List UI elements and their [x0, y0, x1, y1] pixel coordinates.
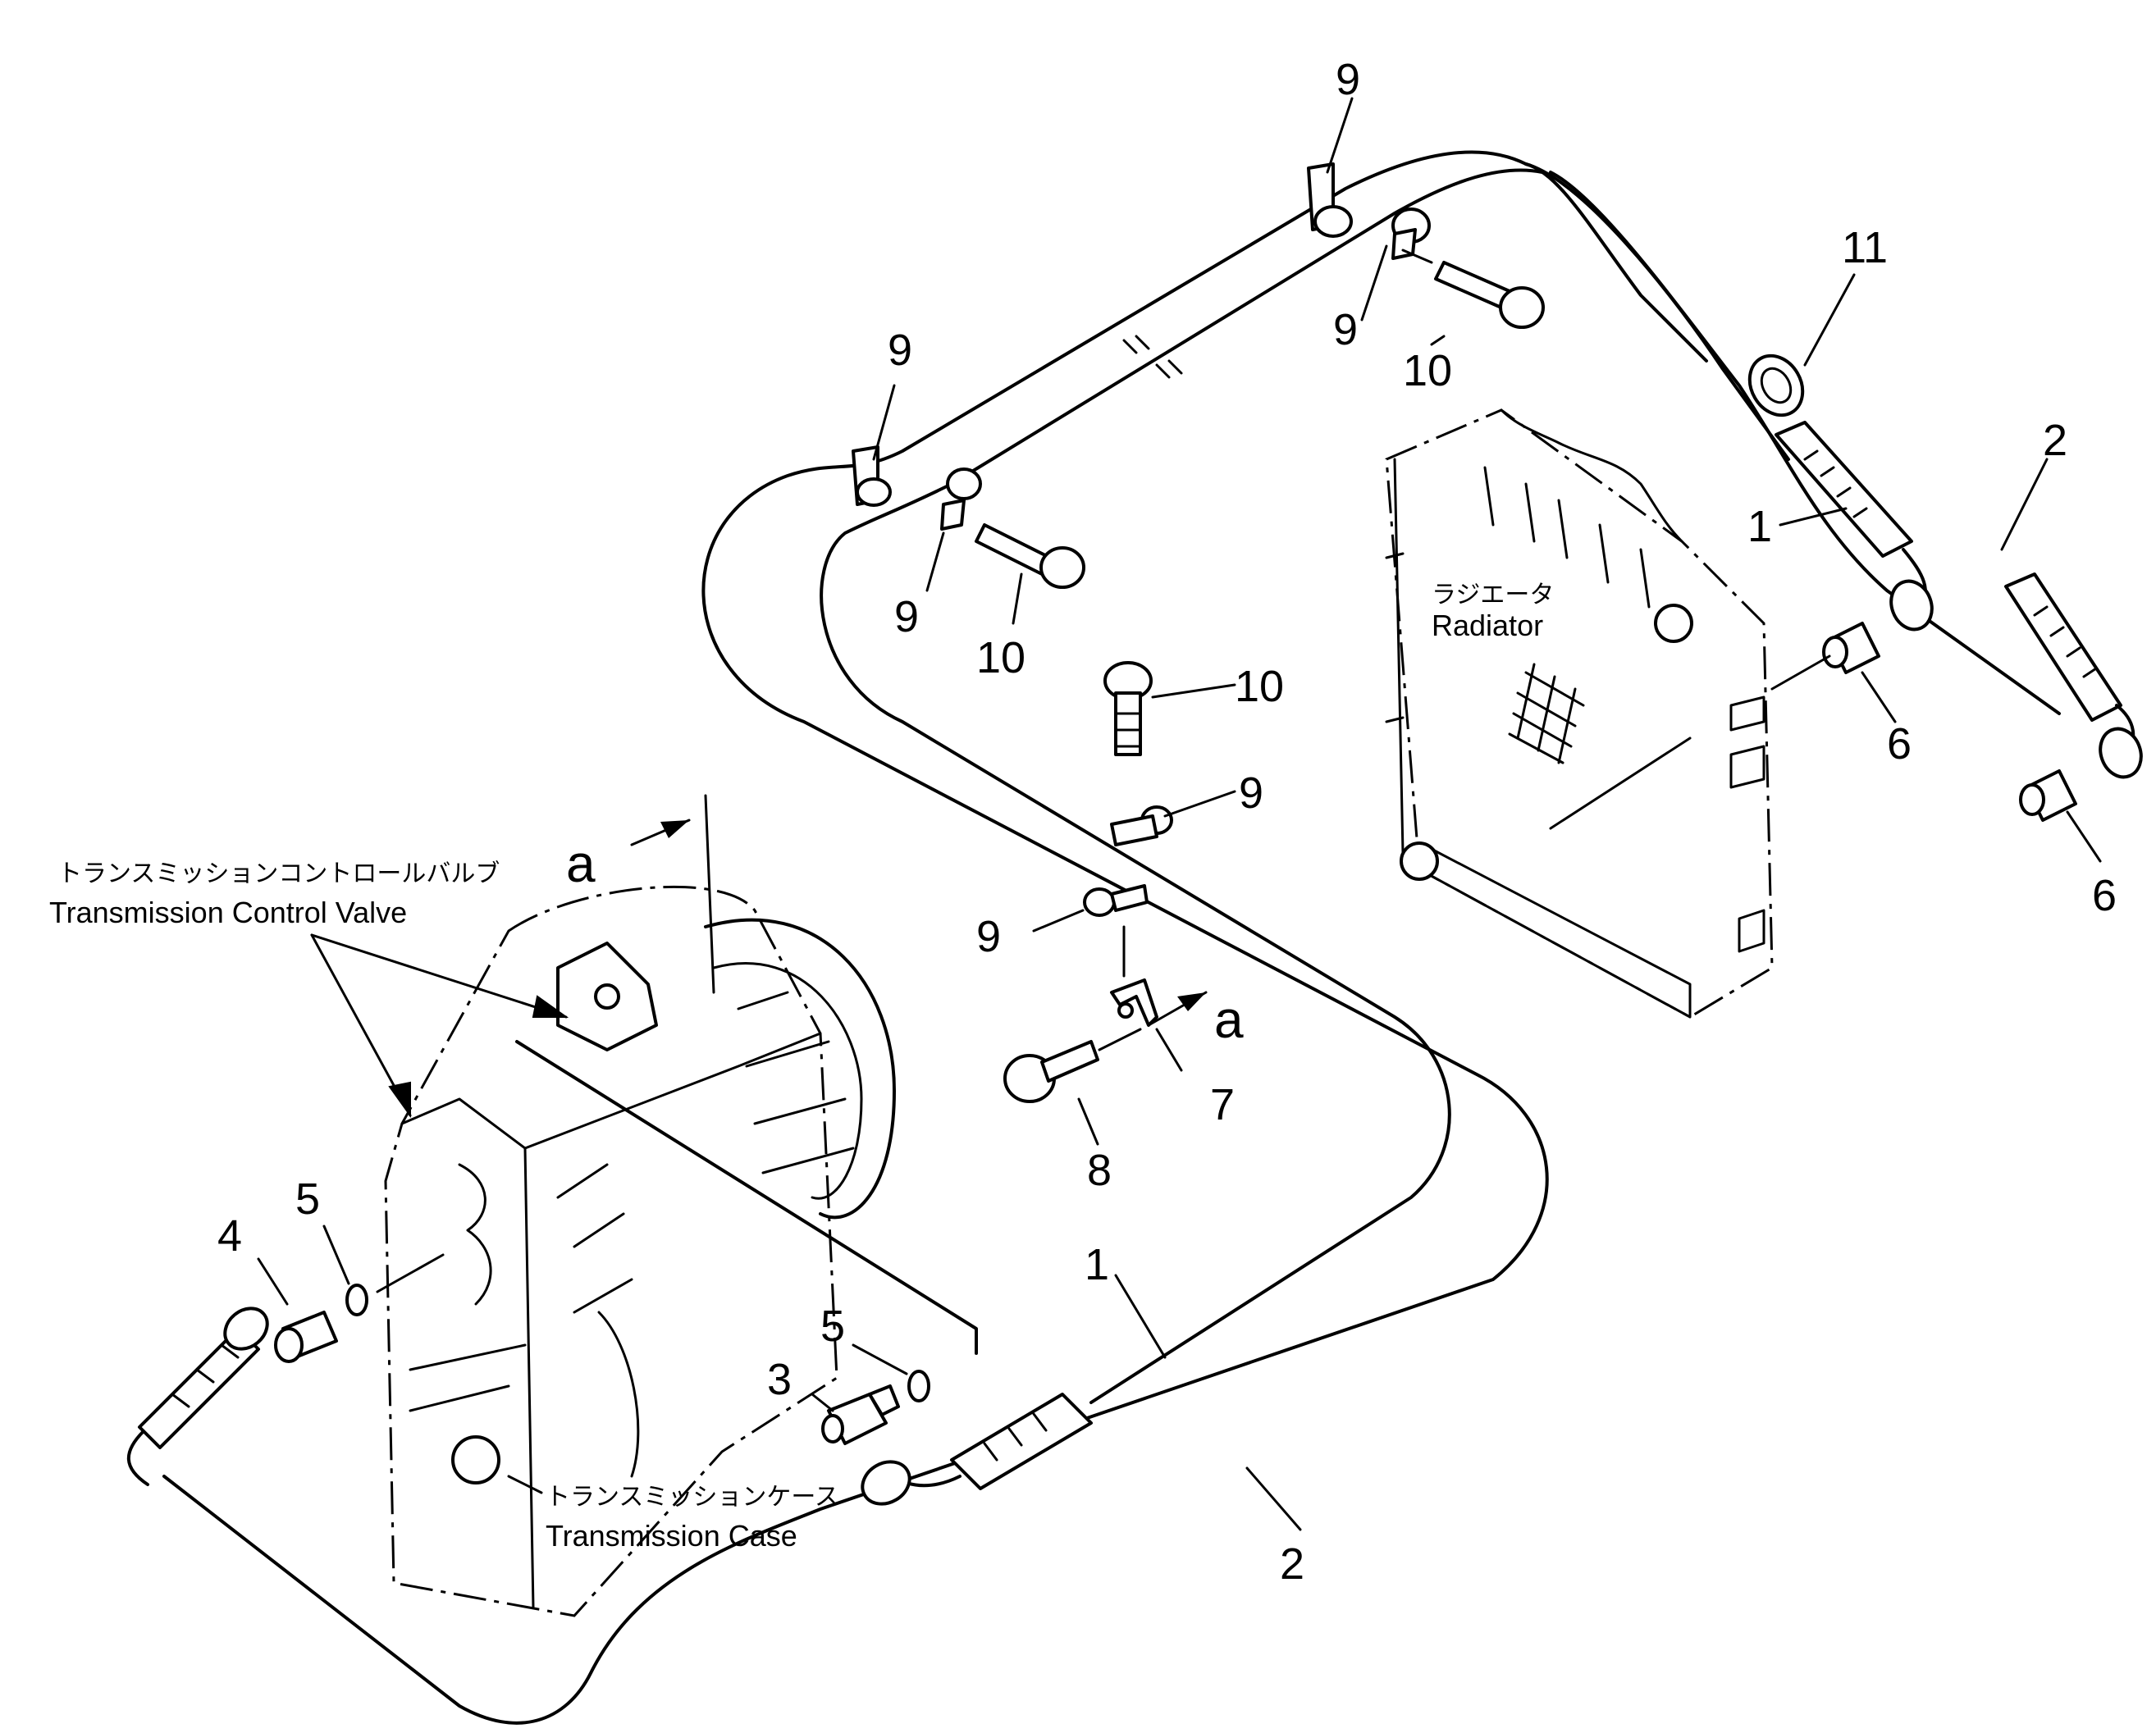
- o-ring-5-right: [907, 1370, 930, 1402]
- radiator-label-jp: ラジエータ: [1432, 581, 1554, 609]
- clamp-top-right-upper: [1391, 208, 1431, 260]
- hose-1-bottom: [861, 1393, 1093, 1506]
- callout-10: 10: [976, 633, 1025, 682]
- o-ring-5-left: [345, 1253, 445, 1316]
- pipe-break-marks: [1122, 335, 1183, 379]
- callout-5: 5: [295, 1174, 320, 1224]
- callout-2: 2: [1280, 1539, 1304, 1589]
- connector-4: [274, 1311, 338, 1363]
- section-letter-top: a: [566, 834, 596, 893]
- case-callout: トランスミッションケース Transmission Case: [507, 1475, 839, 1553]
- elbow-6-lower: [2019, 769, 2077, 822]
- case-label-en: Transmission Case: [546, 1519, 797, 1553]
- control-valve-label-en: Transmission Control Valve: [49, 896, 407, 929]
- callout-3: 3: [767, 1355, 792, 1404]
- connector-3: [821, 1384, 900, 1445]
- hose-2-right: [2004, 572, 2143, 779]
- elbow-6-upper: [1770, 622, 1880, 691]
- pipe-2-outer: [162, 150, 1708, 1725]
- callout-1: 1: [1085, 1240, 1109, 1289]
- callout-9: 9: [976, 912, 1001, 961]
- callout-9: 9: [894, 592, 919, 641]
- section-marker-bottom: a: [1147, 990, 1244, 1049]
- callout-9: 9: [888, 326, 912, 375]
- callout-4: 4: [217, 1211, 242, 1261]
- callout-6: 6: [1887, 719, 1912, 768]
- radiator: ラジエータ Radiator: [1385, 408, 1774, 1019]
- callout-11: 11: [1842, 223, 1888, 272]
- bolt-10-top: [1401, 249, 1545, 329]
- callout-8: 8: [1087, 1146, 1112, 1195]
- section-marker-top: a: [566, 794, 715, 994]
- callout-1: 1: [1747, 502, 1772, 551]
- pipe-right-branch: [1524, 162, 2061, 715]
- callout-5: 5: [820, 1302, 845, 1351]
- clamp-left-pair: [852, 445, 982, 531]
- callout-9: 9: [1333, 305, 1358, 354]
- callout-10: 10: [1235, 662, 1284, 711]
- bolt-10-mid: [1103, 661, 1153, 756]
- bolt-10-left: [975, 523, 1085, 589]
- section-letter-bottom: a: [1214, 990, 1244, 1049]
- bracket-7: [1110, 925, 1158, 1027]
- hose-2-left: [126, 1307, 269, 1486]
- grommet-11: [1747, 353, 1805, 417]
- case-label-jp: トランスミッションケース: [546, 1483, 839, 1512]
- callout-6: 6: [2092, 871, 2117, 920]
- hose-1-right: [1775, 421, 1934, 632]
- callout-7: 7: [1210, 1080, 1235, 1129]
- bolt-8: [1003, 1028, 1142, 1103]
- radiator-label-en: Radiator: [1432, 609, 1543, 642]
- clamp-top-left-upper: [1307, 162, 1353, 238]
- transmission-case: [384, 885, 978, 1617]
- clamp-mid-pair: [1083, 805, 1173, 917]
- callouts: 9 9 10 11 2 1 6 6 9 9 10 10 9: [217, 55, 2117, 1589]
- callout-9: 9: [1239, 768, 1263, 818]
- control-valve-callout: トランスミッションコントロールバルブ Transmission Control …: [49, 860, 569, 1119]
- callout-10: 10: [1403, 346, 1452, 395]
- callout-9: 9: [1336, 55, 1360, 104]
- control-valve-label-jp: トランスミッションコントロールバルブ: [57, 860, 500, 888]
- pipe-1-inner: [820, 168, 1544, 1404]
- callout-2: 2: [2043, 416, 2067, 465]
